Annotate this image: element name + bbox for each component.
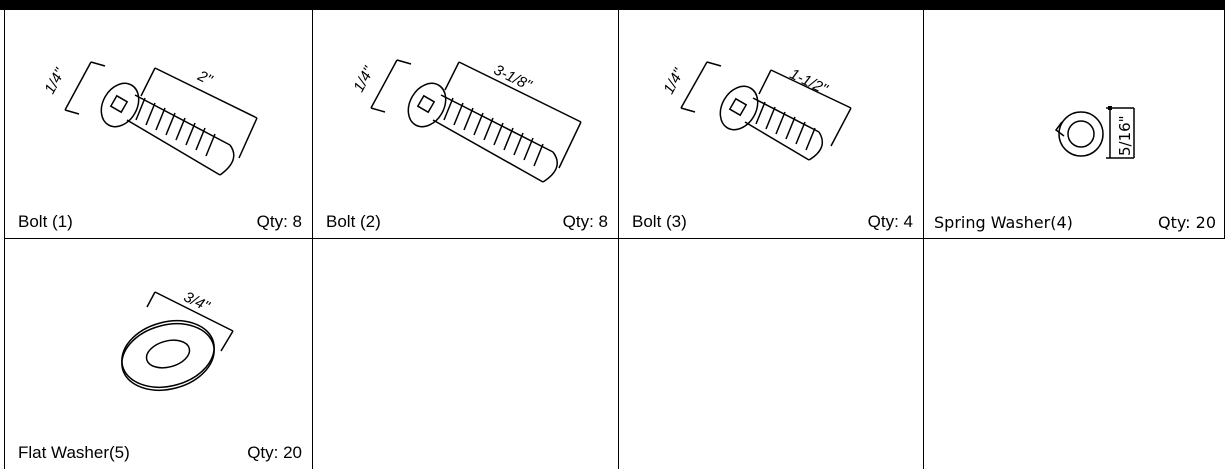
part-name-bolt-2: Bolt (2) — [326, 212, 381, 231]
bolt-2-icon: 1/4" 3-1/8" — [350, 59, 582, 183]
part-qty-spring-washer: Qty: 20 — [1157, 213, 1216, 232]
bolt-2-diameter-label: 1/4" — [350, 63, 378, 95]
flat-washer-size-label: 3/4" — [181, 288, 213, 315]
part-qty-bolt-2: Qty: 8 — [562, 212, 608, 231]
part-cell-bolt-1: 1/4" 2" Bolt (1) Qty: 8 — [4, 10, 313, 239]
empty-cell-2 — [619, 239, 924, 469]
empty-cell-3 — [924, 239, 1225, 469]
spring-washer-icon: 5/16" — [1054, 106, 1135, 159]
part-qty-bolt-1: Qty: 8 — [256, 212, 302, 231]
flat-washer-icon: 3/4" — [121, 288, 234, 391]
bolt-3-diameter-label: 1/4" — [660, 65, 688, 97]
bolt-1-icon: 1/4" 2" — [41, 61, 258, 176]
bolt-1-length-label: 2" — [194, 67, 215, 89]
bolt-3-length-label: 1-1/2" — [787, 65, 831, 98]
bolt-3-icon: 1/4" 1-1/2" — [660, 61, 852, 161]
part-name-flat-washer: Flat Washer(5) — [18, 443, 130, 462]
part-qty-bolt-3: Qty: 4 — [867, 212, 913, 231]
bolt-2-length-label: 3-1/8" — [491, 61, 535, 94]
spring-washer-size-label: 5/16" — [1116, 115, 1134, 156]
top-border-bar — [0, 0, 1225, 10]
part-cell-bolt-2: 1/4" 3-1/8" Bolt (2) Qty: 8 — [313, 10, 619, 239]
part-qty-flat-washer: Qty: 20 — [247, 443, 302, 462]
part-name-bolt-1: Bolt (1) — [18, 212, 73, 231]
part-name-spring-washer: Spring Washer(4) — [934, 213, 1073, 232]
empty-cell-1 — [313, 239, 619, 469]
part-cell-bolt-3: 1/4" 1-1/2" Bolt (3) Qty: 4 — [619, 10, 924, 239]
part-cell-flat-washer: 3/4" Flat Washer(5) Qty: 20 — [4, 239, 313, 469]
part-cell-spring-washer: 5/16" Spring Washer(4) Qty: 20 — [924, 10, 1225, 239]
bolt-1-diameter-label: 1/4" — [41, 65, 69, 97]
part-name-bolt-3: Bolt (3) — [632, 212, 687, 231]
